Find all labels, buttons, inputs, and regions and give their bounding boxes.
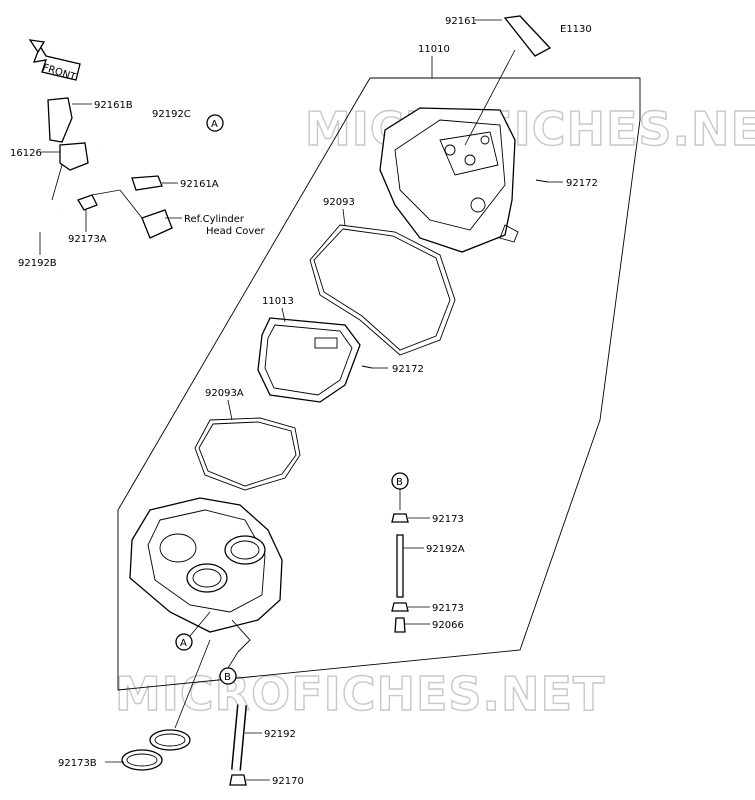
label-92192: 92192 <box>264 729 296 740</box>
label-head-cover: Head Cover <box>206 226 265 237</box>
clamp-92173-upper <box>391 513 409 523</box>
gasket-92093A <box>194 417 301 491</box>
bracket-92161 <box>503 15 552 57</box>
label-92093: 92093 <box>323 197 355 208</box>
front-arrow-icon: FRONT <box>28 39 81 84</box>
label-92192A: 92192A <box>426 544 465 555</box>
callout-A-bottom-label: A <box>180 638 187 649</box>
clamp-92173A <box>77 194 98 211</box>
air-cleaner-lower-case <box>129 497 283 653</box>
valve-16126 <box>59 142 89 171</box>
label-92192B: 92192B <box>18 258 57 269</box>
label-92172-top: 92172 <box>566 178 598 189</box>
label-92173-upper: 92173 <box>432 514 464 525</box>
label-16126: 16126 <box>10 148 42 159</box>
clamp-92173B-upper <box>149 729 191 751</box>
label-92192C: 92192C <box>152 109 191 120</box>
bolt-92172-top <box>535 179 549 183</box>
clamp-92173B-lower <box>121 749 163 771</box>
assembly-outline <box>117 77 641 691</box>
air-filter-element <box>257 317 361 403</box>
label-92093A: 92093A <box>205 388 244 399</box>
label-92161B: 92161B <box>94 100 133 111</box>
gasket-92093 <box>309 224 456 356</box>
label-92161A: 92161A <box>180 179 219 190</box>
callout-A-bottom <box>175 633 193 651</box>
callout-A-top <box>206 114 224 132</box>
diagram-code: E1130 <box>560 24 592 35</box>
label-92161: 92161 <box>445 16 477 27</box>
callout-B-bottom-label: B <box>224 672 231 683</box>
label-92173B: 92173B <box>58 758 97 769</box>
label-ref-cylinder: Ref.Cylinder <box>184 214 245 225</box>
label-92172-mid: 92172 <box>392 364 424 375</box>
watermark-top: MICROFICHES.NET <box>305 102 755 156</box>
label-92170: 92170 <box>272 776 304 787</box>
label-11013: 11013 <box>262 296 294 307</box>
callout-A-top-label: A <box>211 119 218 130</box>
bracket-92161A <box>131 175 163 191</box>
plug-92066 <box>394 617 406 633</box>
bolt-92172-mid <box>361 365 373 369</box>
fitting-cylinder-head <box>141 209 173 239</box>
bracket-92161B <box>47 97 73 143</box>
label-92173A: 92173A <box>68 234 107 245</box>
label-92066: 92066 <box>432 620 464 631</box>
clamp-92173-lower <box>391 602 409 612</box>
hose-92192A <box>396 534 404 598</box>
callout-B-right-label: B <box>396 477 403 488</box>
air-cleaner-upper-case <box>379 107 519 253</box>
cap-92170 <box>229 774 247 786</box>
label-11010: 11010 <box>418 44 450 55</box>
label-92173-lower: 92173 <box>432 603 464 614</box>
